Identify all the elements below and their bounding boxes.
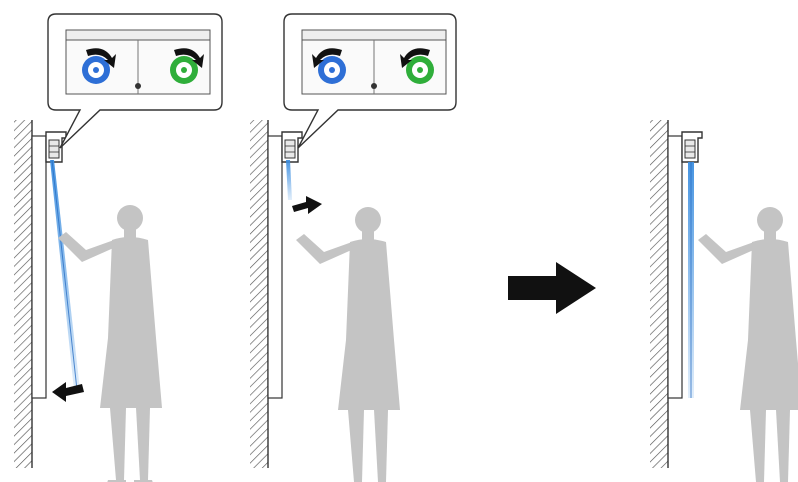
adjustment-dial-left	[318, 56, 346, 84]
callout-bubble	[47, 13, 223, 149]
panel-step-2	[250, 13, 457, 482]
adjustment-dial-right	[170, 56, 198, 84]
board	[667, 135, 683, 399]
move-arrow-left	[52, 382, 84, 402]
rotate-arrow-icon	[86, 48, 116, 68]
board	[267, 135, 283, 399]
hatched-wall	[250, 120, 268, 468]
move-arrow-right	[292, 196, 322, 214]
adjustment-dial-right	[406, 56, 434, 84]
rotate-arrow-icon	[400, 48, 430, 68]
projector-icon	[45, 131, 67, 163]
rotate-arrow-icon	[174, 48, 204, 68]
hatched-wall	[14, 120, 32, 468]
hatched-wall	[650, 120, 668, 468]
projector-icon	[681, 131, 703, 163]
panel-step-1	[14, 13, 223, 482]
beam-line	[51, 159, 78, 391]
board	[31, 135, 47, 399]
person-silhouette	[296, 207, 400, 482]
person-silhouette	[698, 207, 798, 482]
rotate-arrow-icon	[312, 48, 342, 68]
panel-result	[650, 120, 798, 482]
light-beam	[286, 160, 292, 200]
process-arrow	[508, 262, 596, 314]
callout-bubble	[283, 13, 457, 149]
adjustment-dial-left	[82, 56, 110, 84]
